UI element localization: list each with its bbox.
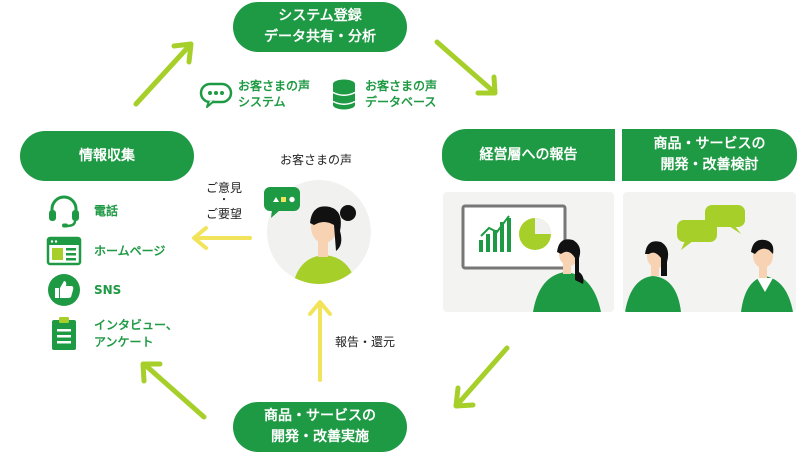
left-node: 情報収集 bbox=[20, 131, 194, 181]
left-node-label: 情報収集 bbox=[79, 147, 135, 164]
product-node-line2: 開発・改善検討 bbox=[660, 157, 759, 173]
channel-phone-label: 電話 bbox=[94, 203, 119, 218]
feedback-label: 報告・還元 bbox=[335, 335, 396, 349]
webpage-icon bbox=[46, 233, 82, 269]
customer-label: お客さまの声 bbox=[280, 153, 353, 167]
arrow-to-right bbox=[434, 39, 497, 95]
channel-sns: SNS bbox=[46, 272, 121, 308]
report-illustration bbox=[443, 192, 614, 312]
headset-icon bbox=[46, 193, 82, 229]
arrow-to-top bbox=[133, 42, 193, 107]
arrow-to-bottom bbox=[454, 345, 510, 408]
voice-system-label: お客さまの声 システム bbox=[238, 79, 311, 109]
channel-survey-label: インタビュー、 アンケート bbox=[94, 318, 178, 349]
top-node-line2: データ共有・分析 bbox=[264, 29, 376, 45]
clipboard-icon bbox=[46, 316, 82, 352]
bottom-node: 商品・サービスの 開発・改善実施 bbox=[233, 402, 407, 452]
channel-webpage: ホームページ bbox=[46, 233, 165, 269]
database-icon bbox=[331, 78, 357, 110]
channel-webpage-label: ホームページ bbox=[94, 243, 166, 258]
discussion-illustration bbox=[623, 192, 796, 312]
thumbs-up-icon bbox=[46, 272, 82, 308]
top-node: システム登録 データ共有・分析 bbox=[233, 2, 407, 52]
channel-sns-label: SNS bbox=[94, 282, 122, 297]
channel-phone: 電話 bbox=[46, 193, 118, 229]
voice-db-label: お客さまの声 データベース bbox=[365, 79, 438, 109]
top-node-line1: システム登録 bbox=[278, 8, 362, 24]
channel-survey: インタビュー、 アンケート bbox=[46, 316, 178, 352]
bottom-node-line2: 開発・改善実施 bbox=[271, 429, 369, 445]
report-node-label: 経営層への報告 bbox=[479, 146, 578, 163]
arrow-to-left bbox=[141, 361, 207, 420]
customer-illustration bbox=[262, 175, 377, 290]
opinion-label: ご意見 ・ ご要望 bbox=[205, 181, 242, 221]
chat-icon bbox=[199, 82, 233, 108]
bottom-node-line1: 商品・サービスの bbox=[264, 408, 376, 424]
product-node: 商品・サービスの 開発・改善検討 bbox=[622, 129, 797, 181]
product-node-line1: 商品・サービスの bbox=[653, 136, 766, 152]
report-node: 経営層への報告 bbox=[442, 129, 615, 181]
